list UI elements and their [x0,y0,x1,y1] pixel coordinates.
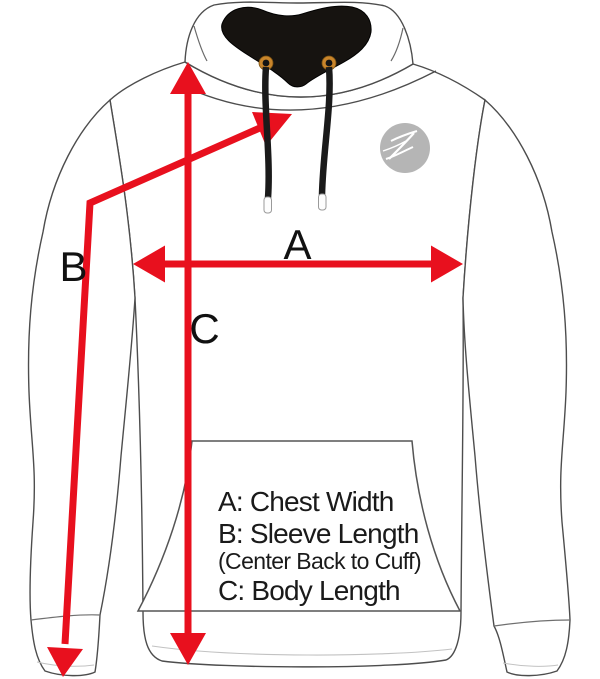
right-cuff-stitch [502,662,559,667]
brand-logo [380,123,430,173]
measurement-arrows [47,62,463,677]
arrow-a-chest-width [133,245,463,283]
arrowhead-diagonal-icon [252,112,292,146]
arrowhead-down-icon [170,633,206,665]
aglet-right [318,193,327,211]
label-a: A [283,221,311,268]
kangaroo-pocket [136,440,462,612]
drawstring-right [318,66,333,196]
hood-rim-right [390,27,404,62]
legend-body-length: C: Body Length [218,575,401,606]
brand-logo-mark [382,130,418,160]
legend-sleeve-note: (Center Back to Cuff) [218,548,422,574]
legend-chest-width: A: Chest Width [218,486,394,517]
arrow-b-sleeve-length [47,112,292,677]
legend-sleeve-length: B: Sleeve Length [218,518,419,549]
label-b: B [59,243,87,290]
eyelet-left [258,55,274,71]
arrowhead-cuff-icon [47,647,83,677]
arrowhead-left-icon [133,245,165,283]
drawstrings [262,66,333,214]
right-sleeve [462,98,571,677]
label-c: C [189,305,219,352]
arrowhead-right-icon [431,245,463,283]
arrowhead-up-icon [170,62,206,94]
yoke-seam [178,70,437,111]
arrow-c-body-length [170,62,206,665]
aglet-left [263,196,272,214]
drawstring-left [262,66,272,199]
hood-rim-left [193,25,208,62]
right-cuff-line [493,619,571,627]
